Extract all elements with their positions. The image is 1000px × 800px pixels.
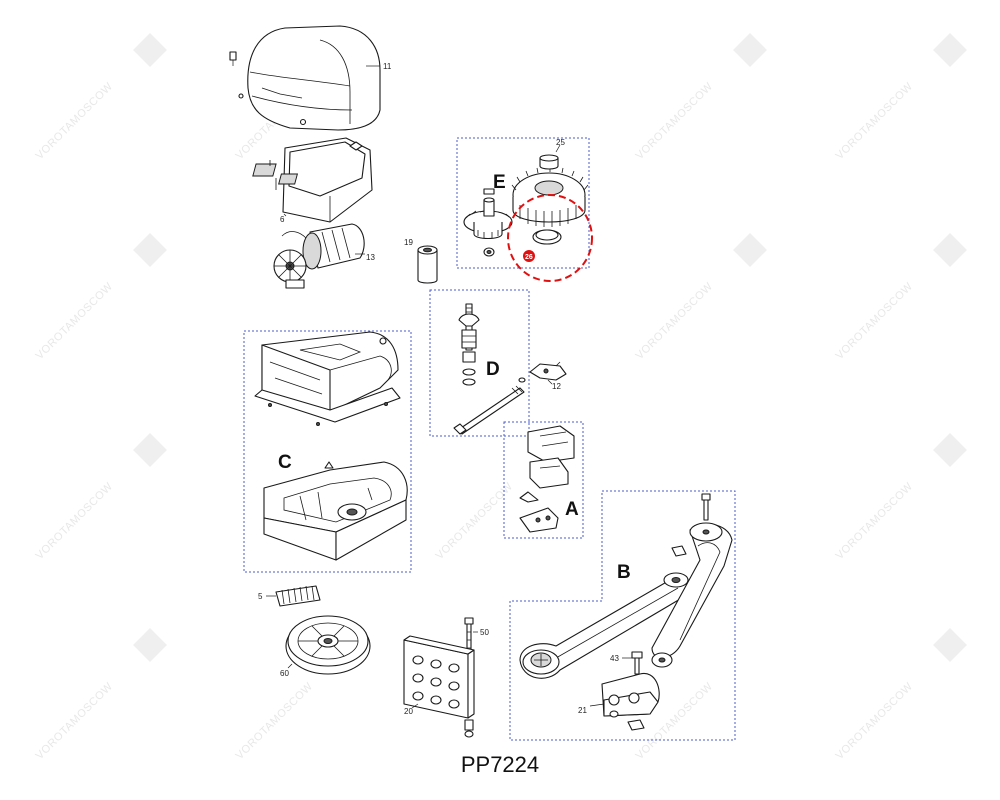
watermark-logo-icon xyxy=(133,433,167,467)
group-c-housing xyxy=(254,331,408,561)
leader-line xyxy=(287,663,293,669)
watermark-text: VOROTAMOSCOW xyxy=(234,680,316,762)
callout-43: 43 xyxy=(610,654,619,663)
watermark-text: VOROTAMOSCOW xyxy=(34,80,116,162)
watermark-logo-icon xyxy=(733,33,767,67)
callout-19: 19 xyxy=(404,238,413,247)
callout-26: 26 xyxy=(525,254,533,261)
group-b-label: B xyxy=(617,562,631,583)
watermark-layer: VOROTAMOSCOW VOROTAMOSCOW VOROTAMOSCOW V… xyxy=(34,33,967,762)
leader-line xyxy=(547,379,553,385)
leader-line xyxy=(283,213,287,217)
watermark-text: VOROTAMOSCOW xyxy=(634,280,716,362)
watermark-logo-icon xyxy=(933,33,967,67)
watermark-text: VOROTAMOSCOW xyxy=(434,480,516,562)
watermark-text: VOROTAMOSCOW xyxy=(634,80,716,162)
group-b-frame xyxy=(509,490,736,741)
callout-20: 20 xyxy=(404,707,413,716)
group-e-frame xyxy=(456,137,590,269)
highlight-badge xyxy=(523,250,535,262)
model-caption: PP7224 xyxy=(460,752,540,777)
group-a-frame xyxy=(503,421,584,539)
callout-21: 21 xyxy=(578,706,587,715)
watermark-text: VOROTAMOSCOW xyxy=(834,480,916,562)
group-c-frame xyxy=(243,330,412,573)
group-d-shaft xyxy=(453,303,526,435)
group-c-label: C xyxy=(278,452,292,473)
part-60-wheel xyxy=(285,615,371,675)
watermark-logo-icon xyxy=(933,433,967,467)
group-a-cover-parts xyxy=(519,425,575,533)
watermark-logo-icon xyxy=(133,233,167,267)
watermark-logo-icon xyxy=(933,233,967,267)
part-13-motor xyxy=(273,223,365,289)
callout-60: 60 xyxy=(280,669,289,678)
part-5-worm xyxy=(275,585,321,607)
group-e-label: E xyxy=(493,172,506,193)
leader-line xyxy=(589,703,605,707)
watermark-logo-icon xyxy=(133,33,167,67)
callout-6: 6 xyxy=(280,215,285,224)
part-6-control-board xyxy=(252,137,373,223)
group-b-arms xyxy=(519,493,733,731)
watermark-text: VOROTAMOSCOW xyxy=(834,280,916,362)
group-a-label: A xyxy=(565,499,579,520)
leader-line xyxy=(411,703,419,709)
part-11-cover xyxy=(229,25,381,131)
highlight-part-26 xyxy=(507,194,593,282)
part-12-bracket xyxy=(529,361,567,381)
callout-13: 13 xyxy=(366,253,375,262)
part-20-plate xyxy=(403,635,475,738)
watermark-text: VOROTAMOSCOW xyxy=(34,680,116,762)
group-e-gears xyxy=(463,154,589,257)
watermark-logo-icon xyxy=(133,628,167,662)
watermark-text: VOROTAMOSCOW xyxy=(34,280,116,362)
group-d-frame xyxy=(429,289,530,437)
watermark-logo-icon xyxy=(733,233,767,267)
watermark-text: VOROTAMOSCOW xyxy=(34,480,116,562)
callout-50: 50 xyxy=(480,628,489,637)
group-d-label: D xyxy=(486,359,500,380)
leader-line xyxy=(555,144,561,153)
callout-12: 12 xyxy=(552,382,561,391)
watermark-text: VOROTAMOSCOW xyxy=(834,80,916,162)
callout-5: 5 xyxy=(258,592,263,601)
watermark-logo-icon xyxy=(933,628,967,662)
part-19-spacer xyxy=(417,245,438,284)
callout-25: 25 xyxy=(556,138,565,147)
watermark-text: VOROTAMOSCOW xyxy=(834,680,916,762)
callout-11: 11 xyxy=(383,62,392,71)
